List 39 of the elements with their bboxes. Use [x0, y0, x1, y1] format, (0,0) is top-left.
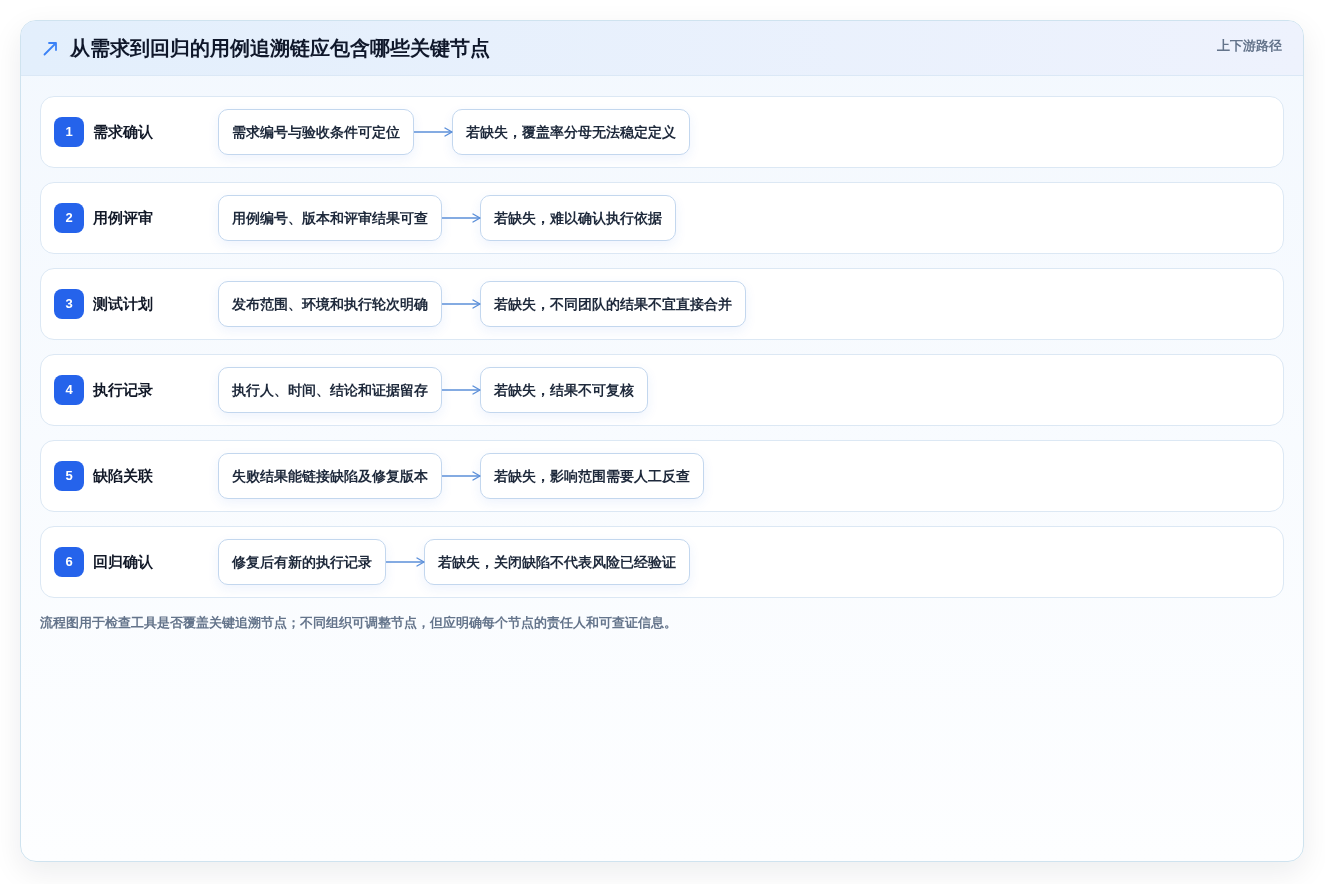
step-row-panel [40, 96, 1284, 168]
arrow [385, 557, 425, 567]
process-box: 若缺失，难以确认执行依据 [480, 195, 676, 241]
process-box: 用例编号、版本和评审结果可查 [218, 195, 442, 241]
step-number-badge: 3 [54, 289, 84, 319]
arrow [441, 385, 481, 395]
arrow [413, 127, 453, 137]
step-name: 执行记录 [93, 379, 154, 400]
step-row-panel [40, 526, 1284, 598]
process-box: 失败结果能链接缺陷及修复版本 [218, 453, 442, 499]
process-box: 执行人、时间、结论和证据留存 [218, 367, 442, 413]
step-name: 缺陷关联 [93, 465, 154, 486]
process-box: 需求编号与验收条件可定位 [218, 109, 414, 155]
caption: 流程图用于检查工具是否覆盖关键追溯节点；不同组织可调整节点，但应明确每个节点的责任人和可查证信息。 [40, 614, 678, 632]
step-number-badge: 2 [54, 203, 84, 233]
process-box: 若缺失，结果不可复核 [480, 367, 648, 413]
step-number-badge: 1 [54, 117, 84, 147]
step-number-badge: 5 [54, 461, 84, 491]
step-row-panel [40, 268, 1284, 340]
step-row-panel [40, 440, 1284, 512]
diagram-title: 从需求到回归的用例追溯链应包含哪些关键节点 [70, 36, 490, 61]
process-box: 若缺失，不同团队的结果不宜直接合并 [480, 281, 746, 327]
step-row-panel [40, 354, 1284, 426]
process-box: 若缺失，覆盖率分母无法稳定定义 [452, 109, 690, 155]
arrow [441, 471, 481, 481]
step-name: 需求确认 [93, 121, 154, 142]
process-box: 若缺失，影响范围需要人工反查 [480, 453, 704, 499]
step-name: 测试计划 [93, 293, 154, 314]
header-note: 上下游路径 [1217, 37, 1282, 55]
arrow [441, 213, 481, 223]
step-number-badge: 4 [54, 375, 84, 405]
process-box: 若缺失，关闭缺陷不代表风险已经验证 [424, 539, 690, 585]
step-row-panel [40, 182, 1284, 254]
step-number-badge: 6 [54, 547, 84, 577]
process-box: 发布范围、环境和执行轮次明确 [218, 281, 442, 327]
step-name: 用例评审 [93, 207, 154, 228]
step-name: 回归确认 [93, 551, 154, 572]
process-box: 修复后有新的执行记录 [218, 539, 386, 585]
arrow [441, 299, 481, 309]
